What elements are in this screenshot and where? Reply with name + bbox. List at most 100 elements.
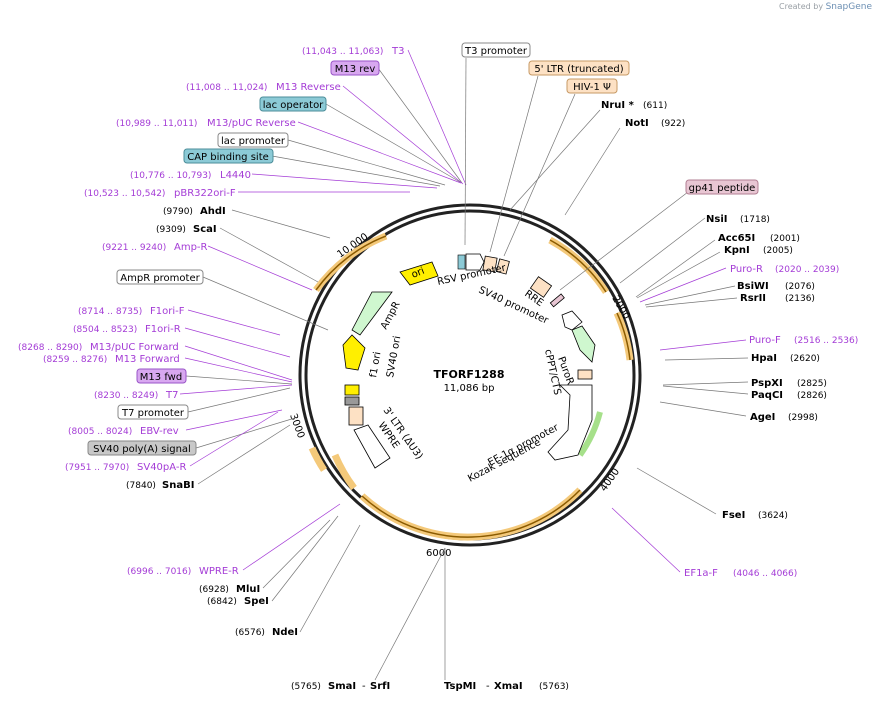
f1ori-arrow[interactable] [342,334,366,371]
primer-wprer-pos: (6996 .. 7016) [127,567,191,577]
sv40ori-label: SV40 ori [385,335,403,378]
primer-m13pucfwd[interactable]: M13/pUC Forward [90,342,179,353]
gp41-label-box[interactable] [685,179,759,195]
ef1a-promoter-arrow[interactable] [547,384,593,461]
enzyme-fsei[interactable]: FseI [722,510,745,521]
plasmid-size: 11,086 bp [444,383,495,394]
enzyme-srfi[interactable]: SrfI [370,681,390,692]
sv40pa-box[interactable] [344,396,360,406]
enzyme-bsiwi[interactable]: BsiWI [737,281,769,292]
primer-t7-pos: (8230 .. 8249) [94,391,158,401]
primer-l4440[interactable]: L4440 [220,170,251,181]
primer-ebvrev[interactable]: EBV-rev [140,426,179,437]
primer-sv40par[interactable]: SV40pA-R [137,462,186,473]
enzyme-mlui-pos: (6928) [199,585,229,595]
enzyme-ndei[interactable]: NdeI [272,627,298,638]
enzyme-nsii-pos: (1718) [740,215,770,225]
enzyme-mlui[interactable]: MluI [236,584,260,595]
ori-arrow[interactable] [399,261,439,286]
primer-m13pucrev[interactable]: M13/pUC Reverse [207,118,296,129]
enzyme-nsii[interactable]: NsiI [706,214,727,225]
primer-m13reverse[interactable]: M13 Reverse [276,82,341,93]
enzyme-acc65i[interactable]: Acc65I [718,233,755,244]
gp41-box[interactable] [549,293,565,308]
enzyme-agei-pos: (2998) [788,413,818,423]
enzyme-smai[interactable]: SmaI [328,681,356,692]
tick-6000: 6000 [426,548,451,559]
enzyme-kpni-pos: (2005) [763,246,793,256]
primer-pbr322[interactable]: pBR322ori-F [174,188,236,199]
enzyme-tspmi[interactable]: TspMI [444,681,476,692]
enzyme-spei-pos: (6842) [207,597,237,607]
enzyme-noti[interactable]: NotI [625,118,649,129]
puror-arrow[interactable] [571,325,596,363]
enzyme-pspxi-pos: (2825) [797,379,827,389]
enzyme-scai-pos: (9309) [156,225,186,235]
hiv1-label-box[interactable] [566,78,618,94]
ampr-prom-label-box[interactable] [116,269,204,285]
leader-lines [179,49,749,681]
primer-f1orir[interactable]: F1ori-R [145,324,181,335]
plasmid-name: TFORF1288 [434,368,505,381]
primer-t3[interactable]: T3 [391,46,404,57]
cap-label-box[interactable] [183,148,274,164]
rsv-promoter-arrow[interactable] [465,253,485,271]
enzyme-rsrii[interactable]: RsrII [740,293,766,304]
enzyme-snabi[interactable]: SnaBI [162,480,194,491]
enzyme-xmai-pos: (5763) [539,682,569,692]
m13rev-label: M13 rev [335,64,376,75]
lac-operator-box[interactable] [457,254,466,270]
enzyme-kpni[interactable]: KpnI [724,245,750,256]
t7prom-label-box[interactable] [117,404,189,420]
enzyme-pspxi[interactable]: PspXI [751,378,783,389]
enzyme-paqci-pos: (2826) [797,391,827,401]
snapgene-brand[interactable]: SnapGene [825,2,872,12]
primer-purof[interactable]: Puro-F [749,335,781,346]
enzyme-nrui[interactable]: NruI * [601,100,635,111]
ltr3-box[interactable] [348,406,364,426]
feature-arc-6-core [315,235,387,291]
feature-arc-green [577,411,603,457]
ltr5-label-box[interactable] [528,60,630,76]
boxed-labels: T3 promoter 5' LTR (truncated) HIV-1 Ψ g… [87,42,759,456]
t3-promoter-label: T3 promoter [464,46,528,57]
primer-t7[interactable]: T7 [165,390,178,401]
enzyme-rsrii-pos: (2136) [785,294,815,304]
ltr5-box[interactable] [482,255,498,273]
enzyme-ahdi[interactable]: AhdI [200,206,226,217]
primer-m13pucfwd-pos: (8268 .. 8290) [18,343,82,353]
primer-wprer[interactable]: WPRE-R [199,566,239,577]
primer-sv40par-pos: (7951 .. 7970) [65,463,129,473]
enzyme-scai[interactable]: ScaI [193,224,217,235]
wpre-arrow[interactable] [353,424,391,469]
sv40-promoter-arrow[interactable] [561,310,583,331]
primer-puror[interactable]: Puro-R [730,264,763,275]
lacprom-label-box[interactable] [217,132,289,148]
cppt-box[interactable] [577,369,593,380]
feature-arc-1-core [549,239,607,293]
kozak-label: Kozak sequence [466,437,542,485]
m13rev-label-box[interactable] [330,60,380,76]
t3-promoter-box[interactable] [461,42,531,58]
lacop-label-box[interactable] [259,96,327,112]
primer-ebvrev-pos: (8005 .. 8024) [68,427,132,437]
m13fwd-label-box[interactable] [136,368,187,384]
enzyme-spei[interactable]: SpeI [244,596,269,607]
enzyme-paqci[interactable]: PaqCI [751,390,783,401]
sv40pa-label-box[interactable] [87,440,197,456]
enzyme-hpai[interactable]: HpaI [751,353,777,364]
rre-box[interactable] [529,276,553,298]
primer-m13fwd[interactable]: M13 Forward [115,354,180,365]
hiv1-box[interactable] [495,258,510,275]
enzyme-xmai[interactable]: XmaI [494,681,523,692]
sv40ori-box[interactable] [344,384,360,396]
lacprom-label: lac promoter [221,136,286,147]
credit-prefix: Created by [779,2,824,11]
primer-ampr[interactable]: Amp-R [174,242,208,253]
primer-ef1af[interactable]: EF1a-F [684,568,718,579]
primer-f1orif[interactable]: F1ori-F [150,306,185,317]
enzyme-agei[interactable]: AgeI [750,412,775,423]
primer-m13pucrev-pos: (10,989 .. 11,011) [116,119,197,129]
backbone-outer [298,203,642,547]
ampr-arrow[interactable] [351,291,393,336]
